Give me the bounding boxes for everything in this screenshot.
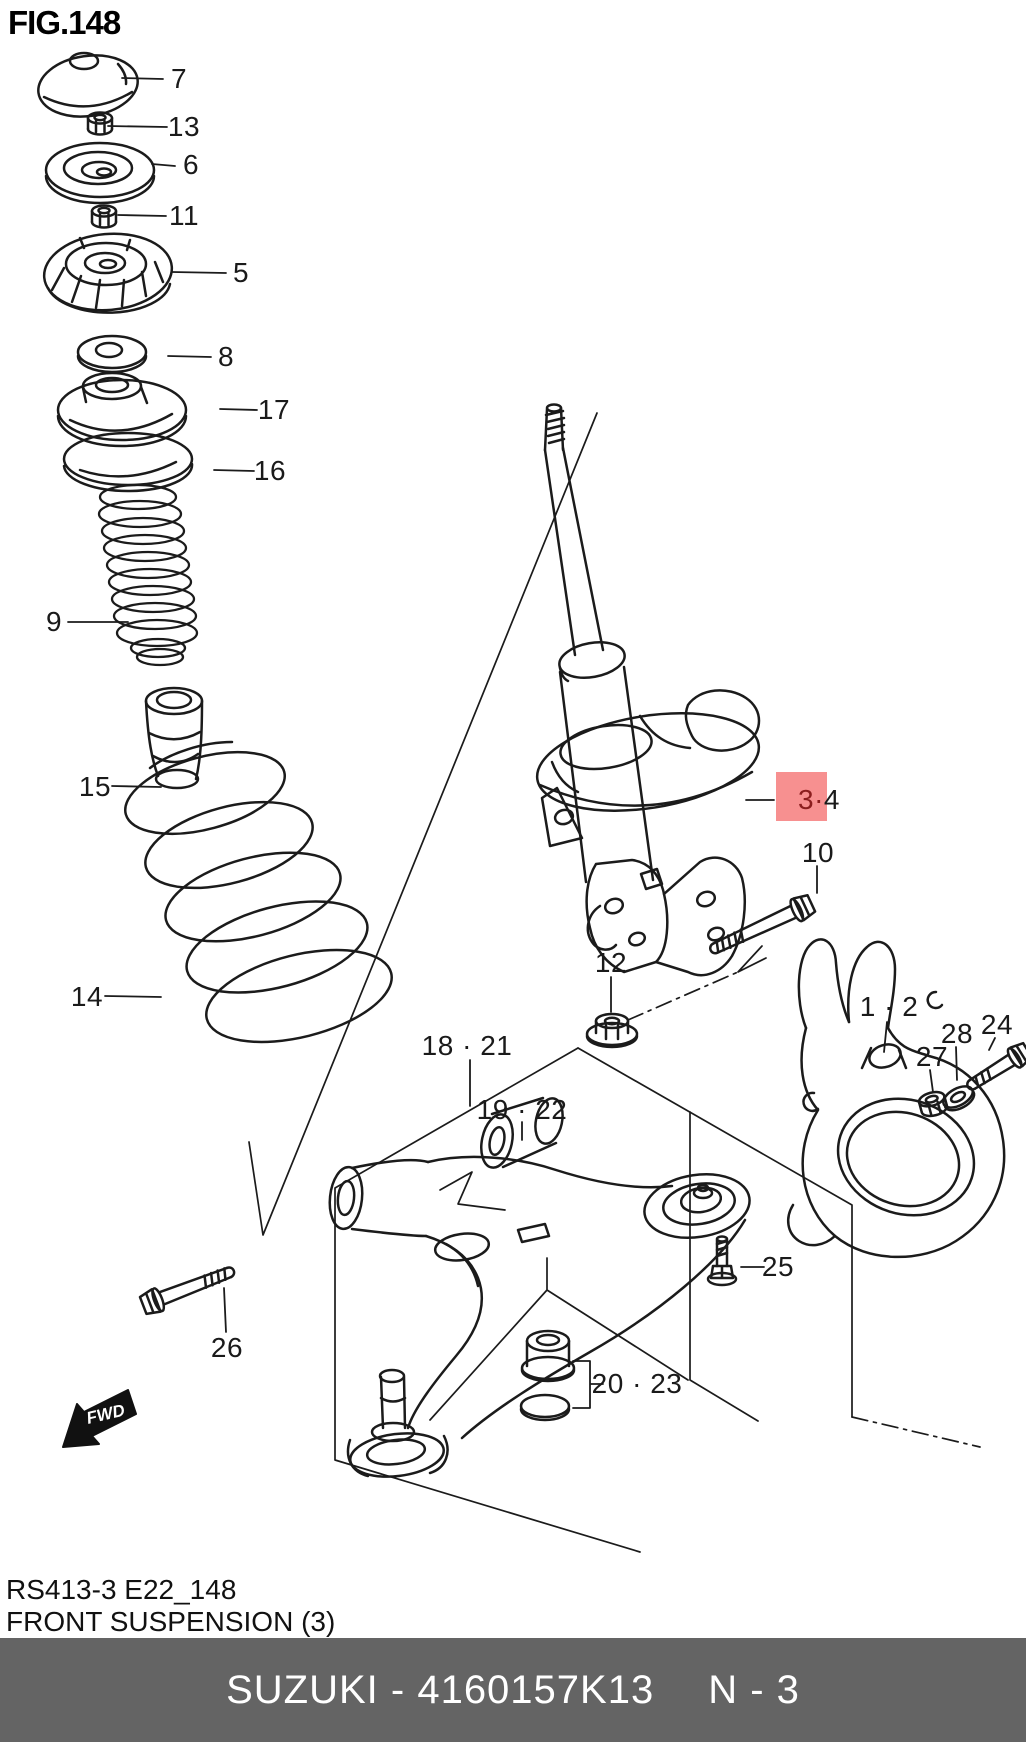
bolt-24-drawing — [966, 1041, 1026, 1091]
bushing-20-23-drawing — [519, 1329, 576, 1422]
part-label-25[interactable]: 25 — [761, 1251, 795, 1282]
part-label-11[interactable]: 11 — [168, 200, 200, 231]
part-label-12[interactable]: 12 — [594, 947, 628, 978]
part-label-16[interactable]: 16 — [253, 455, 287, 486]
strut-rod-drawing — [543, 403, 655, 884]
bearing-cap-17-drawing — [56, 371, 188, 448]
washer-seat-8-drawing — [76, 334, 148, 374]
part-label-9[interactable]: 9 — [45, 606, 63, 637]
fwd-arrow-icon: FWD — [62, 1389, 137, 1448]
bump-stop-15-drawing — [144, 686, 204, 790]
dust-cap-7-drawing — [37, 51, 139, 118]
part-label-5[interactable]: 5 — [232, 257, 250, 288]
nut-11-drawing — [90, 204, 118, 229]
figure-name-text: FRONT SUSPENSION (3) — [6, 1606, 336, 1637]
selected-part-highlight — [776, 772, 827, 821]
part-label-17[interactable]: 17 — [257, 394, 291, 425]
lower-arm-18-21-drawing — [328, 1155, 751, 1478]
part-label-20-23[interactable]: 20 · 23 — [591, 1368, 683, 1399]
part-label-3-highlighted: 3· — [798, 784, 824, 815]
bushing-19-22-drawing — [480, 1096, 564, 1169]
mount-plate-6-drawing — [44, 141, 156, 205]
spring-seat-3-4-drawing — [535, 689, 761, 812]
part-label-26[interactable]: 26 — [210, 1332, 244, 1363]
part-label-8[interactable]: 8 — [217, 341, 235, 372]
part-label-3-4[interactable]: 3·4 — [798, 786, 840, 814]
part-label-14[interactable]: 14 — [70, 981, 104, 1012]
footer-page-ref: N - 3 — [708, 1667, 800, 1712]
nut-12-drawing — [585, 1012, 639, 1049]
svg-text:FWD: FWD — [85, 1401, 127, 1428]
strut-mount-5-drawing — [42, 232, 174, 314]
leader-lines — [67, 77, 996, 1409]
part-label-18-21[interactable]: 18 · 21 — [421, 1030, 513, 1061]
spring-seat-16-drawing — [62, 431, 194, 493]
part-label-15[interactable]: 15 — [78, 771, 112, 802]
part-label-4-tail: 4 — [823, 784, 840, 815]
part-label-27[interactable]: 27 — [915, 1041, 949, 1072]
pointer-lines — [248, 412, 981, 1553]
part-label-28[interactable]: 28 — [940, 1018, 974, 1049]
exploded-diagram-canvas: FWD — [37, 51, 1026, 1553]
part-label-7[interactable]: 7 — [170, 63, 188, 94]
bolt-10-drawing — [709, 893, 817, 955]
figure-code-text: RS413-3 E22_148 — [6, 1574, 237, 1605]
figure-title: FIG.148 — [8, 4, 121, 41]
footer-bar: SUZUKI - 4160157K13 N - 3 — [0, 1638, 1026, 1742]
part-label-19-22[interactable]: 19 · 22 — [476, 1094, 568, 1125]
dust-boot-9-drawing — [97, 483, 199, 667]
part-label-24[interactable]: 24 — [980, 1009, 1014, 1040]
part-label-10[interactable]: 10 — [801, 837, 835, 868]
part-label-6[interactable]: 6 — [182, 149, 200, 180]
footer-brand-part-number: SUZUKI - 4160157K13 — [226, 1667, 655, 1712]
coil-spring-14-drawing — [123, 740, 393, 1044]
part-label-13[interactable]: 13 — [167, 111, 201, 142]
part-label-1-2[interactable]: 1 · 2 — [859, 991, 919, 1022]
knuckle-1-2-drawing — [786, 938, 1006, 1259]
strut-bracket-drawing — [540, 786, 747, 977]
bolt-26-drawing — [138, 1266, 236, 1316]
nut-13-drawing — [86, 111, 114, 136]
